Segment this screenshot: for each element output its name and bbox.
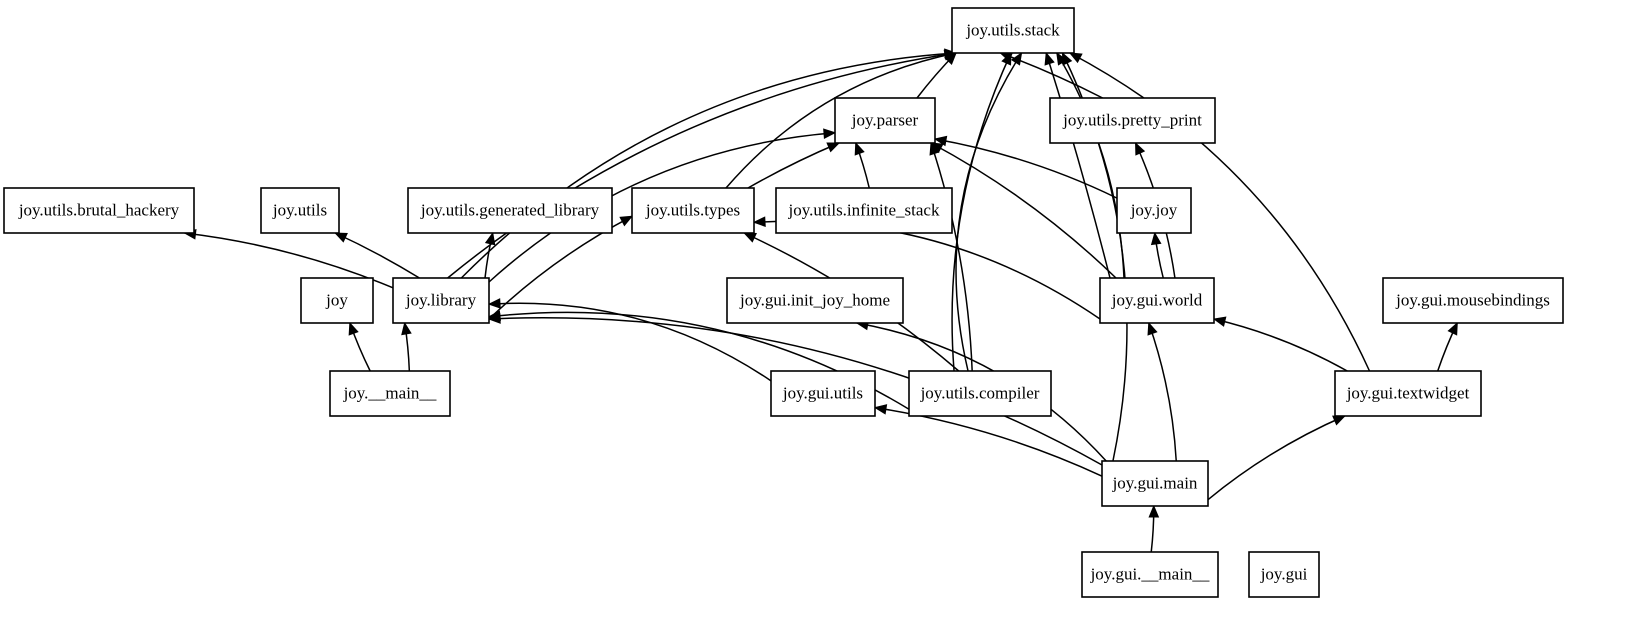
edge-arrowhead [826,142,841,153]
graph-node-joy-utils-pretty-print[interactable]: joy.utils.pretty_print [1049,97,1216,144]
graph-node-joy-gui-main[interactable]: joy.gui.main [1101,460,1209,507]
edge-arrowhead [752,216,766,228]
graph-node-joy-gui-world[interactable]: joy.gui.world [1099,277,1215,324]
edge-arrowhead [933,135,948,147]
edge-arrowhead [619,215,634,227]
edge-joy-library-to-joy-parser [488,132,836,283]
node-box [1101,460,1209,507]
edge-arrowhead [401,321,412,336]
graph-node-joy-utils-types[interactable]: joy.utils.types [631,187,755,234]
edge-joy-utils-compiler-to-joy-utils-stack [955,52,1023,372]
graph-node-joy-parser[interactable]: joy.parser [834,97,936,144]
edge-joy-gui-world-to-joy-parser [930,142,1117,279]
edge-joy-utils-types-to-joy-parser [747,142,840,189]
edge-joy-gui-world-to-joy-utils-stack [1056,52,1125,279]
edge-joy-utils-compiler-to-joy-parser [930,142,973,372]
edge-joy-utils-types-to-joy-utils-stack [725,52,957,189]
graph-node-joy-utils-compiler[interactable]: joy.utils.compiler [908,370,1052,417]
edge-arrowhead [873,404,888,415]
edge-arrowhead [1150,231,1162,246]
edge-arrowhead [1010,51,1023,66]
edge-arrowhead [743,232,757,243]
edge-joy-library-to-joy-utils-types [488,215,633,320]
edge-arrowhead [823,128,837,140]
edge-arrowhead [487,313,501,324]
graph-node-joy-gui---main--[interactable]: joy.gui.__main__ [1081,551,1219,598]
edge-arrowhead [1001,51,1012,66]
edge-arrowhead [1332,415,1346,426]
graph-node-joy-utils[interactable]: joy.utils [260,187,340,234]
node-box [260,187,340,234]
graph-node-joy-gui-textwidget[interactable]: joy.gui.textwidget [1334,370,1482,417]
edge-joy-joy-to-joy-parser [934,138,1118,199]
edge-joy-gui-main-to-joy-gui-utils [874,406,1103,477]
edge-joy-gui-main-to-joy-library [488,317,1103,466]
graph-node-joy-gui-utils[interactable]: joy.gui.utils [770,370,876,417]
edge-arrowhead [1447,321,1458,336]
graph-node-joy-library[interactable]: joy.library [392,277,490,324]
node-box [631,187,755,234]
node-layer: joy.utils.stack joy.parser joy.utils.prett… [3,7,1564,598]
node-box [407,187,613,234]
graph-node-joy-joy[interactable]: joy.joy [1116,187,1192,234]
edge-arrowhead [1147,321,1158,336]
graph-node-joy-gui-mousebindings[interactable]: joy.gui.mousebindings [1382,277,1564,324]
edge-joy-library-to-joy-utils-stack [447,52,957,279]
edge-joy-utils-compiler-to-joy-utils-stack [951,52,1012,372]
node-box [908,370,1052,417]
edge-arrowhead [484,231,496,246]
node-box [1334,370,1482,417]
node-box [1099,277,1215,324]
node-box [1382,277,1564,324]
edge-arrowhead [854,141,865,156]
node-box [392,277,490,324]
graph-node-joy-gui[interactable]: joy.gui [1248,551,1320,598]
node-box [3,187,195,234]
node-box [834,97,936,144]
edge-arrowhead [1061,51,1073,66]
edge-arrowhead [1212,316,1227,327]
node-box [329,370,451,417]
graph-node-joy---main--[interactable]: joy.__main__ [329,370,451,417]
edge-arrowhead [334,232,348,243]
edge-joy-gui-utils-to-joy-library [488,302,772,382]
edge-arrowhead [929,141,940,156]
edge-arrowhead [1148,504,1160,518]
edge-arrowhead [1068,52,1083,64]
node-box [775,187,953,234]
node-box [1081,551,1219,598]
graph-node-joy-utils-infinite-stack[interactable]: joy.utils.infinite_stack [775,187,953,234]
graph-node-joy[interactable]: joy [300,277,374,324]
node-box [726,277,904,324]
edge-joy-gui-textwidget-to-joy-utils-stack [1069,52,1371,372]
edge-arrowhead [348,321,359,336]
edge-joy-gui-world-to-joy-utils-stack [1045,52,1111,279]
edge-joy-gui-textwidget-to-joy-gui-world [1213,318,1348,372]
node-box [1049,97,1216,144]
edge-arrowhead [1135,141,1146,156]
edge-joy-gui-main-to-joy-gui-textwidget [1207,415,1346,501]
edge-arrowhead [944,48,958,60]
node-box [770,370,876,417]
edge-joy-gui-main-to-joy-gui-world [1148,322,1177,462]
graph-node-joy-utils-brutal-hackery[interactable]: joy.utils.brutal_hackery [3,187,195,234]
graph-node-joy-gui-init-joy-home[interactable]: joy.gui.init_joy_home [726,277,904,324]
edge-arrowhead [487,298,501,309]
graph-node-joy-utils-generated-library[interactable]: joy.utils.generated_library [407,187,613,234]
node-box [951,7,1075,54]
edge-arrowhead [1044,51,1055,66]
node-box [1248,551,1320,598]
edge-arrowhead [1056,51,1068,66]
graph-node-joy-utils-stack[interactable]: joy.utils.stack [951,7,1075,54]
node-box [300,277,374,324]
node-box [1116,187,1192,234]
